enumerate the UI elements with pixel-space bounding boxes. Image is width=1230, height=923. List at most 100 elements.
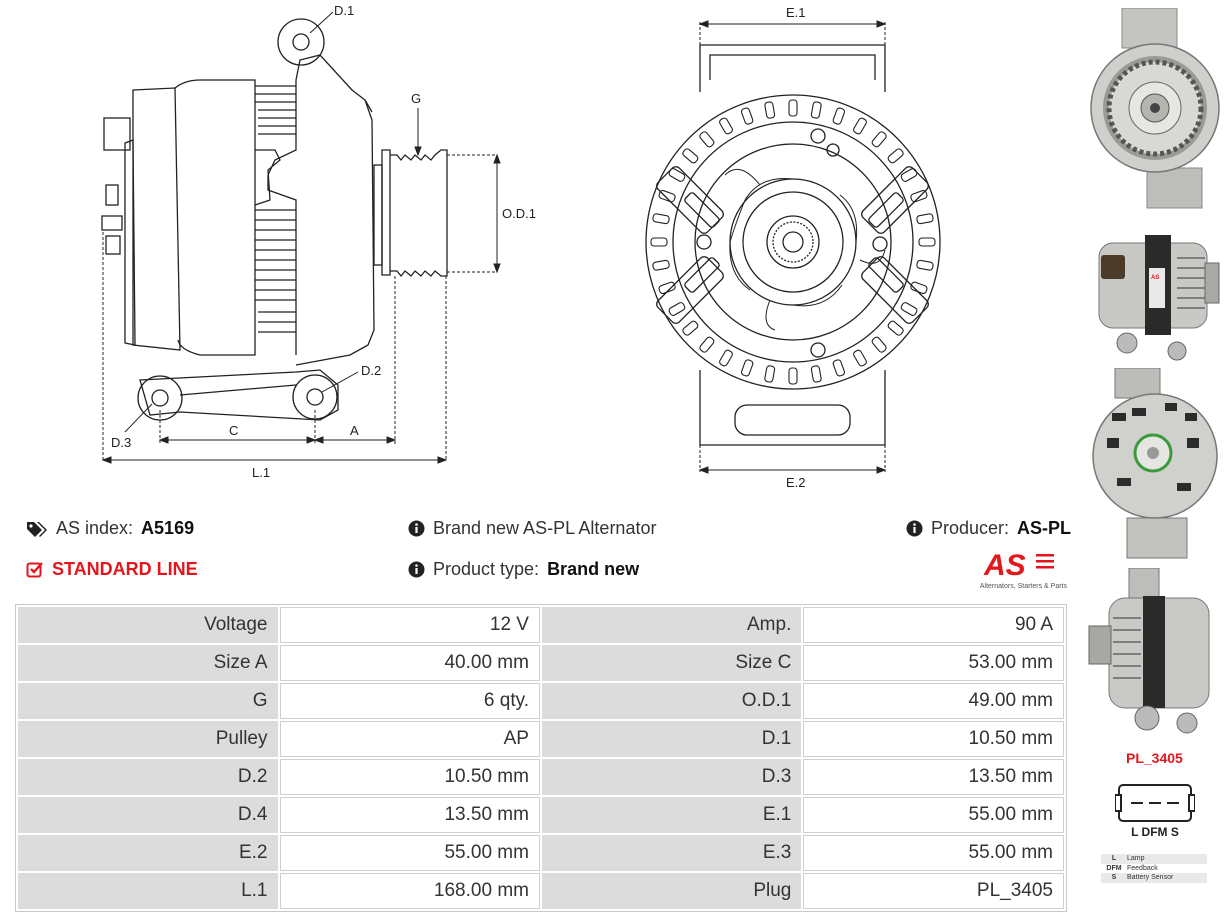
cooling-slot	[916, 259, 934, 271]
label-d1: D.1	[334, 3, 354, 18]
cooling-slot	[832, 107, 846, 125]
cooling-slot	[887, 320, 904, 336]
cooling-slot	[871, 336, 887, 353]
cooling-slot	[788, 99, 798, 117]
alternator-photo-angle[interactable]	[1087, 568, 1223, 738]
producer: Producer: AS-PL	[906, 518, 1071, 539]
cooling-slot	[719, 349, 733, 367]
cooling-slot	[764, 365, 776, 383]
as-index-value: A5169	[141, 518, 195, 538]
label-d2: D.2	[361, 363, 381, 378]
label-e1: E.1	[786, 5, 806, 20]
spec-label: O.D.1	[541, 683, 802, 719]
as-index: AS index: A5169	[26, 518, 194, 539]
label-l1: L.1	[252, 465, 270, 480]
alternator-photo-front[interactable]	[1087, 8, 1223, 213]
legend-key: DFM	[1106, 864, 1122, 872]
cooling-slot	[810, 101, 822, 119]
spec-label: Plug	[541, 873, 802, 909]
standard-line: STANDARD LINE	[26, 559, 198, 580]
as-logo[interactable]: AS Alternators, Starters & Parts	[966, 548, 1067, 592]
cooling-slot	[719, 117, 733, 135]
spec-value: 12 V	[279, 607, 540, 643]
plug-pins: L DFM S	[1131, 825, 1179, 839]
as-logo-mark: AS	[983, 549, 1054, 582]
legend-desc: Feedback	[1127, 864, 1158, 872]
label-e2: E.2	[786, 475, 806, 490]
spec-label: L.1	[18, 873, 278, 909]
product-type: Product type: Brand new	[408, 559, 639, 580]
product-type-label: Product type:	[433, 559, 540, 579]
cooling-slot	[682, 320, 699, 336]
standard-line-text: STANDARD LINE	[52, 559, 198, 579]
label-d3: D.3	[111, 435, 131, 450]
spec-label: G	[18, 683, 278, 719]
plug-code: PL_3405	[1126, 750, 1183, 766]
legend-key: S	[1111, 874, 1117, 882]
spec-label: Voltage	[18, 607, 278, 643]
cooling-slot	[910, 189, 928, 203]
spec-value: 10.50 mm	[279, 759, 540, 795]
cooling-slot	[764, 101, 776, 119]
cooling-slot	[699, 131, 715, 148]
label-od1: O.D.1	[502, 206, 536, 221]
cooling-slot	[900, 168, 918, 182]
cooling-slot	[900, 302, 918, 316]
plug-diagram: L DFM S	[1115, 784, 1195, 839]
as-index-label: AS index:	[56, 518, 134, 538]
cooling-slot	[650, 237, 668, 247]
spec-label: E.3	[541, 835, 802, 871]
alternator-photo-side[interactable]: AS	[1087, 213, 1223, 363]
spec-value: 13.50 mm	[803, 759, 1064, 795]
cooling-slot	[668, 302, 686, 316]
cooling-slot	[668, 168, 686, 182]
spec-value: 13.50 mm	[279, 797, 540, 833]
legend-row: S Battery Sensor	[1101, 873, 1207, 883]
cooling-slot	[740, 359, 754, 377]
svg-text:AS: AS	[1151, 275, 1159, 281]
as-logo-tagline: Alternators, Starters & Parts	[979, 583, 1067, 590]
cooling-slot	[887, 148, 904, 164]
info-icon	[906, 520, 923, 537]
legend-key: L	[1111, 855, 1117, 863]
cooling-slot	[853, 117, 867, 135]
spec-value: 6 qty.	[279, 683, 540, 719]
spec-value: 49.00 mm	[803, 683, 1064, 719]
cooling-slot	[916, 213, 934, 225]
spec-label: Size C	[541, 645, 802, 681]
spec-value: 10.50 mm	[803, 721, 1064, 757]
spec-label: D.1	[541, 721, 802, 757]
front-view-drawing: E.1 E.2	[645, 5, 941, 490]
spec-label: Amp.	[541, 607, 802, 643]
tags-icon	[26, 520, 48, 538]
spec-value: PL_3405	[803, 873, 1064, 909]
spec-label: Size A	[18, 645, 278, 681]
cooling-slot	[652, 259, 670, 271]
cooling-slot	[740, 107, 754, 125]
alternator-photo-rear[interactable]	[1087, 368, 1223, 563]
legend-desc: Battery Sensor	[1127, 874, 1174, 882]
cooling-slot	[853, 349, 867, 367]
producer-value: AS-PL	[1017, 518, 1072, 538]
cooling-slot	[918, 237, 936, 247]
spec-label: D.4	[18, 797, 278, 833]
spec-value: 55.00 mm	[803, 797, 1064, 833]
spec-value: 90 A	[803, 607, 1064, 643]
cooling-slot	[871, 131, 887, 148]
spec-label: E.2	[18, 835, 278, 871]
label-c: C	[229, 423, 238, 438]
brand-new-text: Brand new AS-PL Alternator	[433, 518, 657, 538]
cooling-slot	[658, 281, 676, 295]
label-a: A	[350, 423, 359, 438]
spec-value: AP	[279, 721, 540, 757]
checkbox-checked-icon	[26, 561, 44, 579]
spec-label: D.2	[18, 759, 278, 795]
spec-value: 55.00 mm	[803, 835, 1064, 871]
